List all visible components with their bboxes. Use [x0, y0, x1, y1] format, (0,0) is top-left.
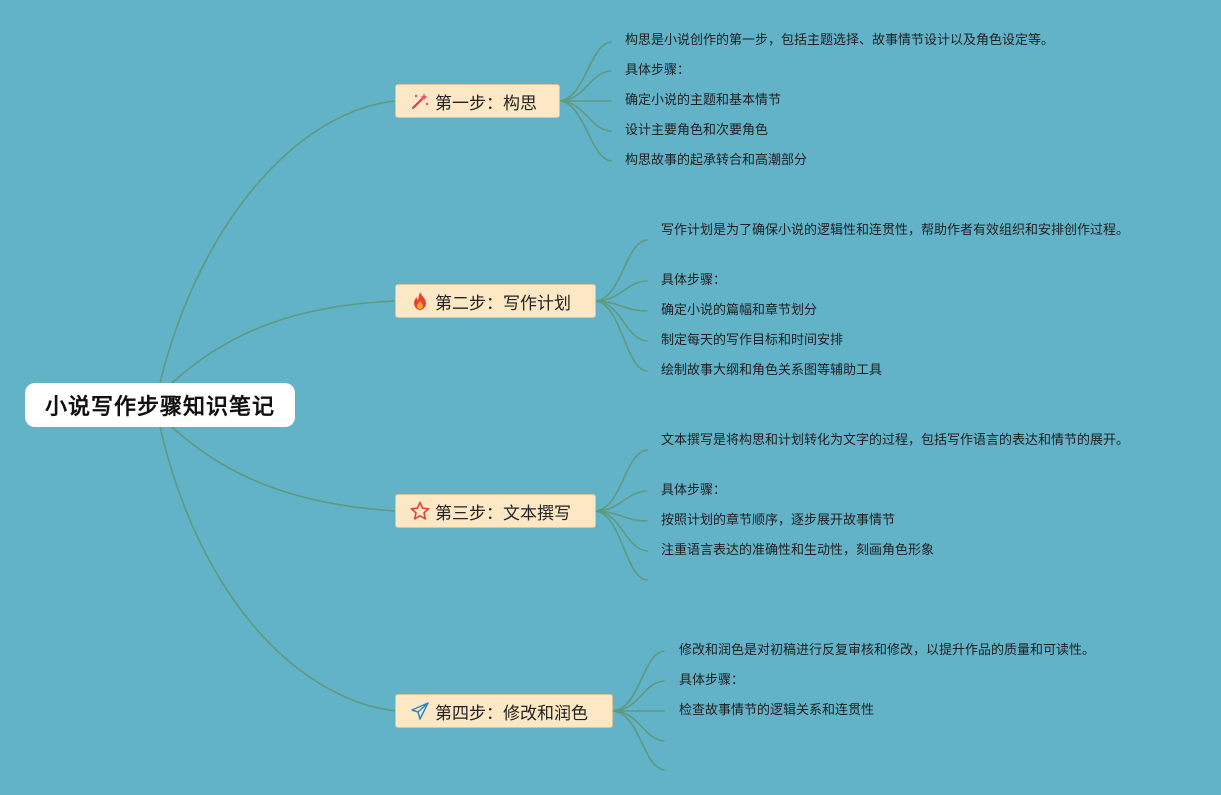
step-2-item-5: 绘制故事大纲和角色关系图等辅助工具	[661, 363, 883, 378]
step-2-label: 第二步：写作计划	[435, 293, 571, 314]
step-4-label: 第四步：修改和润色	[435, 703, 588, 724]
step-1-label: 第一步：构思	[435, 93, 537, 114]
step-3-item-2: 具体步骤：	[661, 483, 727, 498]
step-1-item-4: 设计主要角色和次要角色	[625, 123, 769, 138]
step-2-item-1: 写作计划是为了确保小说的逻辑性和连贯性，帮助作者有效组织和安排创作过程。	[661, 223, 1130, 238]
step-1-item-2: 具体步骤：	[625, 63, 691, 78]
central-topic-label: 小说写作步骤知识笔记	[44, 395, 275, 420]
magic-wand-icon	[410, 91, 430, 111]
step-2-node[interactable]: 第二步：写作计划	[395, 284, 596, 318]
fire-icon	[410, 291, 430, 311]
step-2-item-2: 具体步骤：	[661, 273, 727, 288]
step-4-node[interactable]: 第四步：修改和润色	[395, 694, 613, 728]
step-1-node[interactable]: 第一步：构思	[395, 84, 560, 118]
step-3-node[interactable]: 第三步：文本撰写	[395, 494, 596, 528]
paper-plane-icon	[410, 701, 430, 721]
step-4-item-2: 具体步骤：	[679, 673, 745, 688]
central-topic[interactable]: 小说写作步骤知识笔记	[25, 383, 295, 427]
step-3-label: 第三步：文本撰写	[435, 503, 571, 524]
step-1-item-5: 构思故事的起承转合和高潮部分	[625, 153, 808, 168]
star-icon	[410, 501, 430, 521]
step-3-item-3: 按照计划的章节顺序，逐步展开故事情节	[661, 513, 896, 528]
step-4-item-3: 检查故事情节的逻辑关系和连贯性	[679, 703, 875, 718]
step-2-item-4: 制定每天的写作目标和时间安排	[661, 333, 844, 348]
step-3-item-1: 文本撰写是将构思和计划转化为文字的过程，包括写作语言的表达和情节的展开。	[661, 433, 1130, 448]
step-1-item-1: 构思是小说创作的第一步，包括主题选择、故事情节设计以及角色设定等。	[625, 33, 1055, 48]
step-2-item-3: 确定小说的篇幅和章节划分	[661, 303, 818, 318]
step-1-item-3: 确定小说的主题和基本情节	[625, 93, 782, 108]
step-4-item-1: 修改和润色是对初稿进行反复审核和修改，以提升作品的质量和可读性。	[679, 643, 1096, 658]
step-3-item-4: 注重语言表达的准确性和生动性，刻画角色形象	[661, 543, 935, 558]
